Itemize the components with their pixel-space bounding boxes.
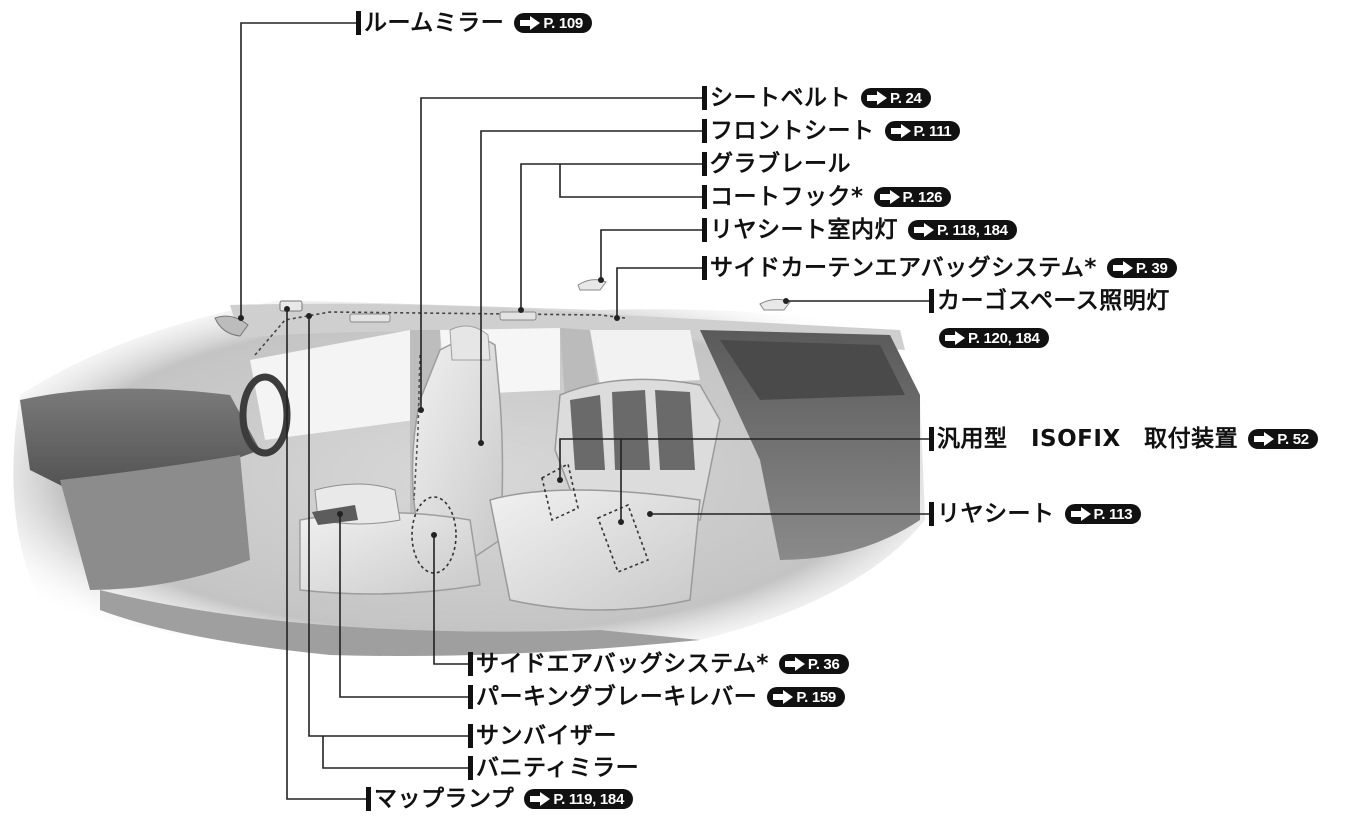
page-ref-rear-seat[interactable]: P. 113 [1064,504,1142,524]
right-arrow-icon [519,16,541,30]
label-cargo-light: カーゴスペース照明灯 [929,286,1170,316]
page-ref-front-seat[interactable]: P. 111 [884,121,961,141]
page-ref-text: P. 52 [1277,430,1309,448]
label-tick [468,652,473,676]
label-tick [702,119,707,143]
label-text: グラブレール [710,151,851,177]
page-ref-side-curtain-airbag[interactable]: P. 39 [1106,258,1177,278]
page-ref-text: P. 109 [543,14,583,32]
label-text: サンバイザー [476,723,617,749]
label-text: シートベルト [710,85,851,111]
page-ref-text: P. 126 [902,188,943,206]
label-vanity-mirror: バニティミラー [468,753,639,783]
page-ref-text: P. 39 [1135,259,1168,277]
page-ref-text: P. 118, 184 [937,221,1008,239]
label-isofix: 汎用型 ISOFIX 取付装置 P. 52 [929,424,1318,454]
label-text: コートフック* [710,184,864,210]
label-text: マップランプ [374,786,515,812]
page-ref-parking-brake[interactable]: P. 159 [767,687,845,707]
label-text: サイドカーテンエアバッグシステム* [710,255,1097,281]
label-tick [366,787,371,811]
label-room-mirror: ルームミラー P. 109 [356,8,592,38]
page-ref-rear-room-light[interactable]: P. 118, 184 [908,220,1017,240]
page-ref-room-mirror[interactable]: P. 109 [514,13,592,33]
right-arrow-icon [1070,507,1092,521]
page-ref-text: P. 159 [796,688,836,706]
right-arrow-icon [866,91,888,105]
label-tick [468,724,473,748]
label-text: リヤシート [937,501,1055,527]
page-ref-map-lamp[interactable]: P. 119, 184 [524,789,633,809]
label-coat-hook: コートフック* P. 126 [702,182,952,212]
label-text: パーキングブレーキレバー [476,684,758,710]
right-arrow-icon [879,190,901,204]
page-ref-seat-belt[interactable]: P. 24 [861,88,931,108]
page-ref-side-airbag[interactable]: P. 36 [778,654,849,674]
leader-lines [240,22,931,800]
label-tick [929,427,934,451]
label-tick [929,502,934,526]
label-text: リヤシート室内灯 [710,217,898,243]
page-ref-text: P. 24 [890,89,922,107]
right-arrow-icon [944,331,966,345]
label-map-lamp: マップランプ P. 119, 184 [366,784,633,814]
right-arrow-icon [772,690,794,704]
front-seat-shape [299,325,504,595]
label-side-curtain-airbag: サイドカーテンエアバッグシステム* P. 39 [702,253,1177,283]
label-side-airbag: サイドエアバッグシステム* P. 36 [468,649,849,679]
page-ref-isofix[interactable]: P. 52 [1248,429,1318,449]
label-tick [702,218,707,242]
label-grab-rail: グラブレール [702,149,851,179]
label-front-seat: フロントシート P. 111 [702,116,961,146]
right-arrow-icon [1253,432,1275,446]
page-ref-text: P. 119, 184 [553,790,624,808]
label-sun-visor: サンバイザー [468,721,617,751]
right-arrow-icon [529,792,551,806]
label-parking-brake: パーキングブレーキレバー P. 159 [468,682,845,712]
page-ref-text: P. 120, 184 [968,329,1040,347]
label-text: ルームミラー [364,10,505,36]
label-tick [468,685,473,709]
right-arrow-icon [784,657,806,671]
label-rear-room-light: リヤシート室内灯 P. 118, 184 [702,215,1017,245]
page-ref-text: P. 113 [1093,505,1133,523]
label-tick [468,756,473,780]
right-arrow-icon [1112,261,1134,275]
label-rear-seat: リヤシート P. 113 [929,499,1142,529]
label-tick [702,185,707,209]
label-tick [356,11,361,35]
label-text: カーゴスペース照明灯 [937,288,1170,314]
rear-seat-shape [489,378,721,611]
label-text: フロントシート [710,118,875,144]
label-text: 汎用型 ISOFIX 取付装置 [937,426,1239,452]
page-ref-cargo-light[interactable]: P. 120, 184 [939,328,1049,348]
label-tick [702,152,707,176]
page-ref-text: P. 111 [913,122,952,140]
label-tick [929,289,934,313]
label-tick [702,256,707,280]
leader-dots [238,277,789,538]
label-text: バニティミラー [476,755,640,781]
label-seat-belt: シートベルト P. 24 [702,83,931,113]
label-tick [702,86,707,110]
page-ref-coat-hook[interactable]: P. 126 [873,187,952,207]
page-ref-text: P. 36 [807,655,840,673]
right-arrow-icon [913,223,935,237]
right-arrow-icon [890,124,912,138]
console-shape [312,483,401,525]
label-text: サイドエアバッグシステム* [476,651,769,677]
